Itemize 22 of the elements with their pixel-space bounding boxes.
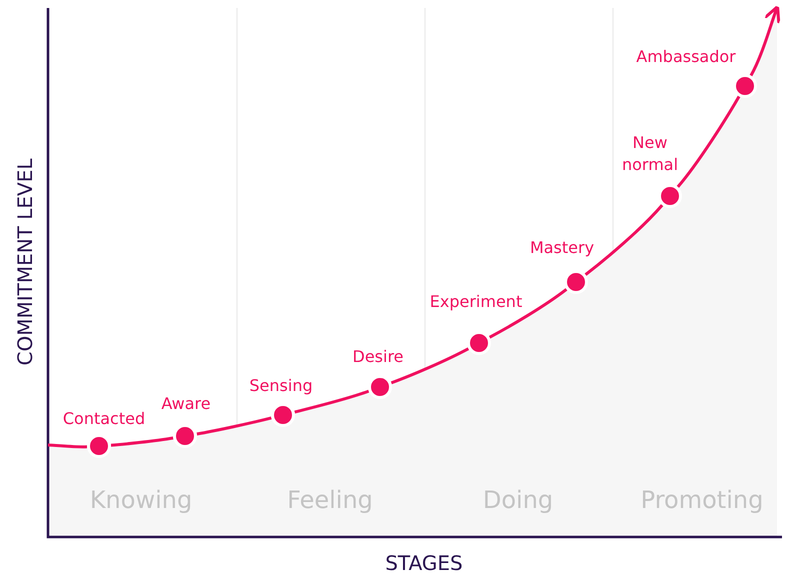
curve-segment [676, 96, 740, 188]
axis-title: STAGES [385, 551, 463, 575]
point-dot [467, 331, 491, 355]
curve-segment [294, 390, 370, 414]
curve-segment [390, 347, 470, 384]
point-label: Contacted [62, 408, 146, 430]
point-label: Aware [161, 393, 211, 415]
point-dot [564, 270, 588, 294]
axis-title: COMMITMENT LEVEL [13, 158, 37, 366]
curve-segment [584, 204, 664, 276]
point-label: New normal [620, 132, 680, 176]
point-label: Sensing [249, 375, 313, 397]
point-label: Experiment [430, 291, 522, 313]
point-label: Mastery [530, 237, 594, 259]
point-label: Ambassador [636, 46, 736, 68]
curve-segment [48, 444, 88, 448]
curve-arrow [750, 5, 781, 76]
curve-segment [196, 416, 272, 436]
point-dot [733, 74, 757, 98]
point-label: Desire [352, 346, 404, 368]
curve-segment [110, 436, 174, 447]
curve-segment [488, 288, 568, 339]
